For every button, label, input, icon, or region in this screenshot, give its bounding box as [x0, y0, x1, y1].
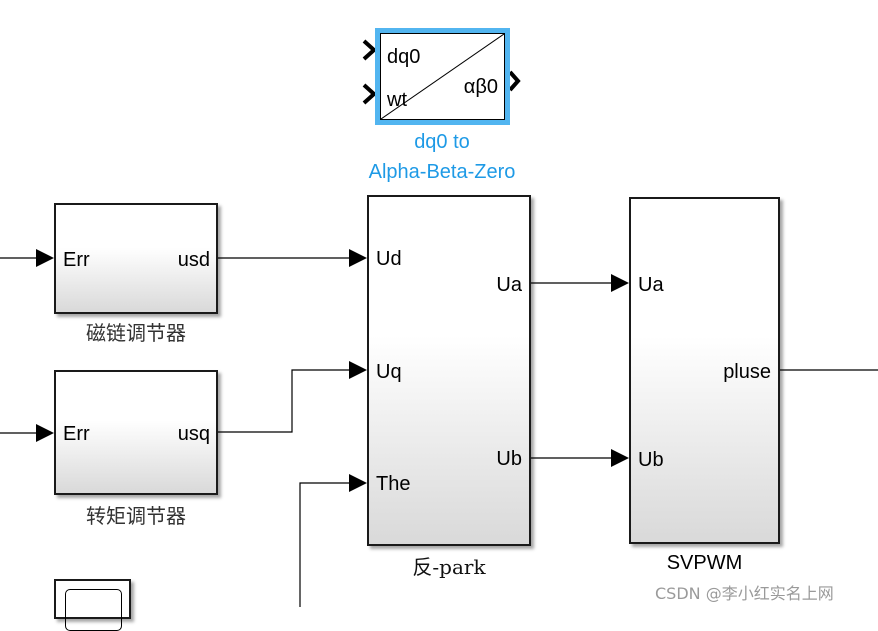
watermark: CSDN @李小红实名上网: [655, 584, 834, 603]
port-ud: Ud: [376, 248, 402, 270]
scope-screen-icon: [65, 589, 122, 631]
port-wt: wt: [387, 89, 407, 111]
line-usq-to-uq[interactable]: [217, 369, 349, 433]
dq0-to-alpha-beta-zero-block[interactable]: dq0 wt αβ0: [375, 28, 510, 125]
port-usd: usd: [177, 249, 210, 271]
arrow-head: [349, 361, 367, 379]
inverse-park-label[interactable]: 反-park: [412, 555, 486, 579]
flux-regulator-label[interactable]: 磁链调节器: [86, 321, 186, 345]
port-the: The: [376, 473, 411, 495]
port-ub: Ub: [496, 448, 522, 470]
port-ua: Ua: [496, 274, 522, 296]
port-err: Err: [63, 249, 90, 271]
input-port-chevron-icon: [362, 83, 377, 105]
svpwm-label[interactable]: SVPWM: [666, 552, 743, 574]
svpwm-block[interactable]: Ua Ub pluse: [629, 197, 780, 544]
input-port-chevron-icon: [362, 39, 377, 61]
line-into-the[interactable]: [299, 482, 349, 607]
port-usq: usq: [177, 423, 210, 445]
torque-regulator-label[interactable]: 转矩调节器: [86, 504, 186, 528]
arrow-head: [611, 449, 629, 467]
output-port-chevron-icon: [508, 70, 521, 92]
arrow-head: [349, 249, 367, 267]
port-ub: Ub: [638, 449, 664, 471]
label-line-2: Alpha-Beta-Zero: [368, 161, 516, 183]
flux-regulator-block[interactable]: Err usd: [54, 203, 218, 314]
arrow-head: [349, 474, 367, 492]
port-ua: Ua: [638, 274, 664, 296]
port-dq0: dq0: [387, 46, 421, 68]
inverse-park-block[interactable]: Ud Uq The Ua Ub: [367, 195, 531, 546]
signal-lines: [0, 39, 878, 607]
port-err: Err: [63, 423, 90, 445]
port-pluse: pluse: [723, 361, 771, 383]
port-uq: Uq: [376, 361, 402, 383]
torque-regulator-block[interactable]: Err usq: [54, 370, 218, 495]
arrow-head: [36, 424, 54, 442]
arrow-head: [36, 249, 54, 267]
diagonal-divider-icon: [381, 34, 504, 119]
label-line-1: dq0 to: [414, 131, 470, 153]
port-alpha-beta-zero: αβ0: [463, 76, 498, 98]
scope-block[interactable]: [54, 579, 131, 631]
arrow-head: [611, 274, 629, 292]
dq0-to-alpha-beta-zero-label[interactable]: dq0 to Alpha-Beta-Zero: [330, 127, 554, 187]
